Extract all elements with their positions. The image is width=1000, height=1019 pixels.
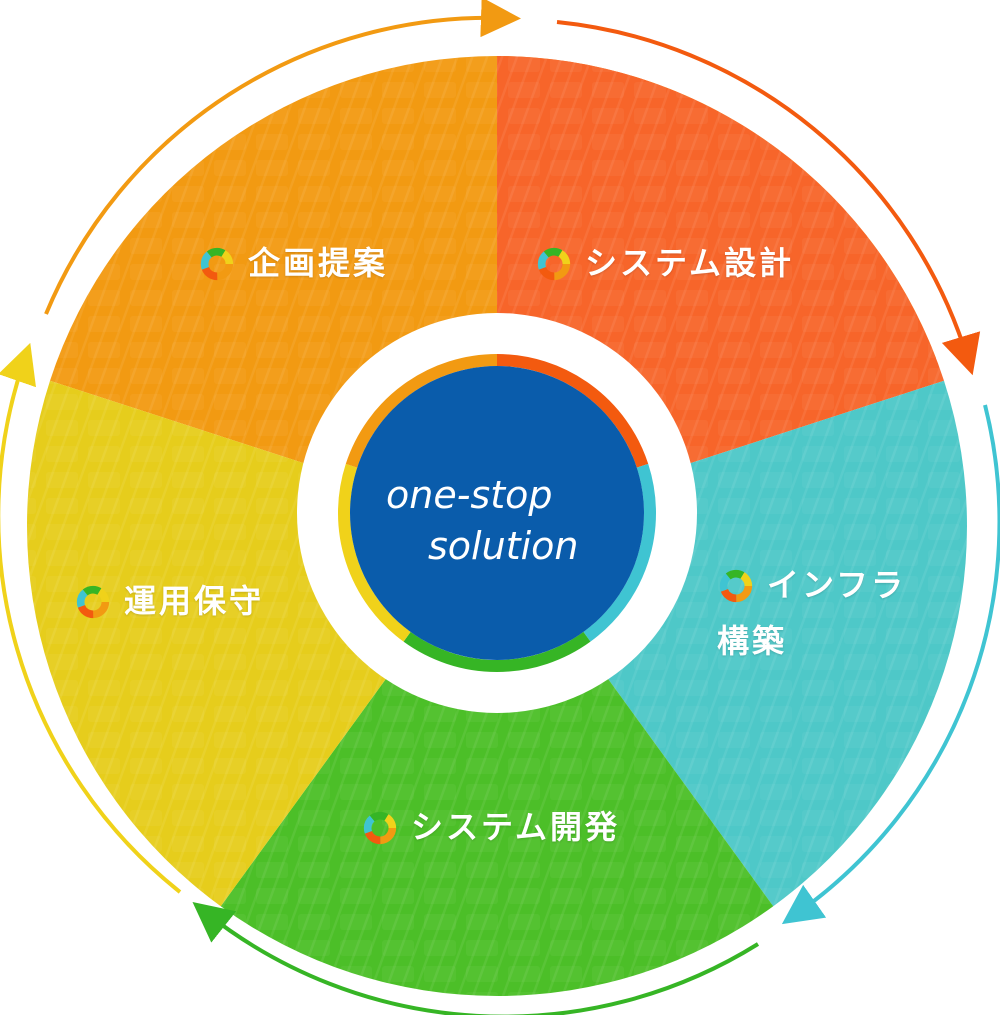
arrow-yellow [0, 342, 182, 894]
inner-ring-green [403, 631, 591, 672]
label-infrastructure-line1: インフラ [767, 566, 907, 604]
center-text-line2: solution [428, 524, 579, 568]
label-infrastructure: インフラ 構築 [717, 565, 906, 662]
arrow-red [556, 20, 981, 376]
inner-ring-teal [583, 463, 656, 642]
inner-ring-red [496, 354, 649, 468]
inner-ring-orange [345, 354, 498, 468]
label-operation: 運用保守 [74, 580, 264, 623]
label-system-development-text: システム開発 [411, 808, 621, 847]
arrow-teal [781, 404, 1000, 925]
donut-logo-icon [200, 247, 234, 281]
label-infrastructure-lines: インフラ 構築 [717, 565, 907, 662]
label-infrastructure-line2: 構築 [717, 621, 788, 660]
label-planning: 企画提案 [198, 242, 388, 285]
donut-logo-icon [719, 569, 753, 603]
donut-logo-icon [76, 585, 110, 619]
arrow-orange [44, 0, 521, 315]
label-planning-text: 企画提案 [248, 244, 389, 283]
label-operation-text: 運用保守 [124, 582, 265, 621]
inner-color-ring [338, 354, 656, 672]
label-system-design: システム設計 [535, 242, 794, 285]
label-system-design-text: システム設計 [585, 244, 795, 283]
center-text-line1: one-stop [386, 473, 553, 517]
label-system-development: システム開発 [361, 806, 620, 849]
inner-ring-yellow [338, 463, 411, 642]
center-circle [350, 366, 644, 660]
donut-logo-icon [537, 247, 571, 281]
donut-logo-icon [363, 811, 397, 845]
